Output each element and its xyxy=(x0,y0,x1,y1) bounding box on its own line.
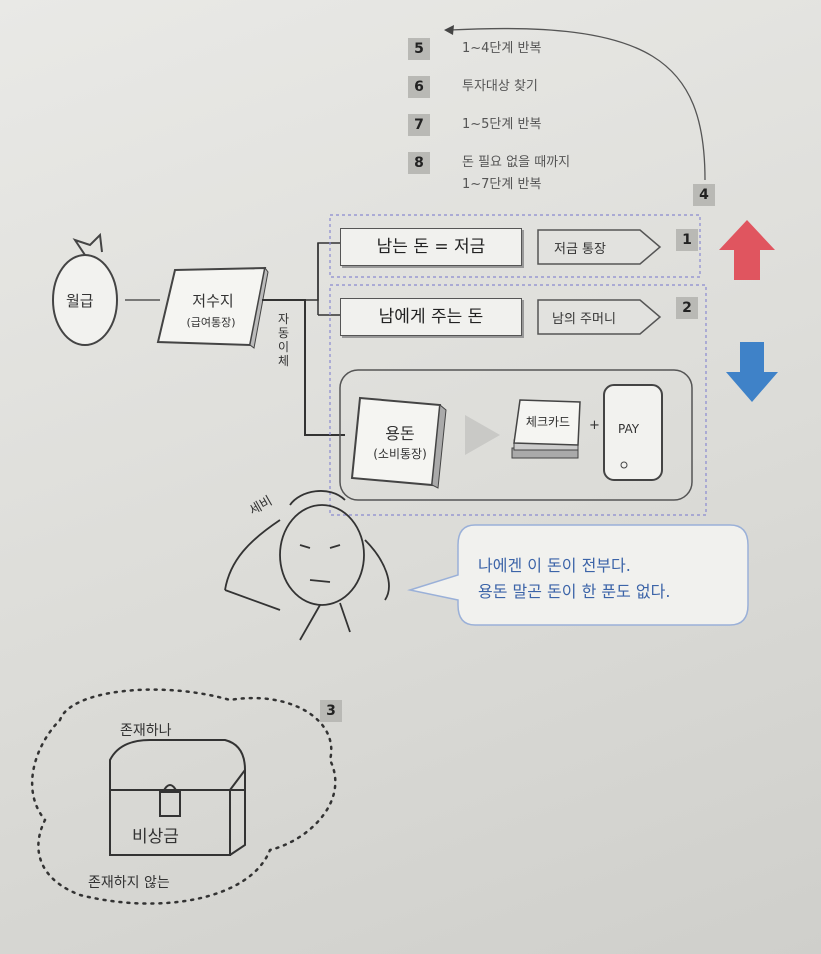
worried-person-illustration xyxy=(224,490,390,641)
step-5-text: 1~4단계 반복 xyxy=(462,41,542,56)
speech-line2: 용돈 말곤 돈이 한 푼도 없다. xyxy=(478,582,671,601)
cloud-top-text: 존재하나 xyxy=(120,723,172,739)
auto-transfer-label: 자동이체 xyxy=(278,312,290,368)
money-bag-icon xyxy=(52,232,118,346)
speech-line1: 나에겐 이 돈이 전부다. xyxy=(478,556,631,575)
step-1-number: 1 xyxy=(676,229,698,251)
cloud-bottom-text: 존재하지 않는 xyxy=(88,875,170,891)
step-6-text: 투자대상 찾기 xyxy=(462,79,538,94)
plus-sign: + xyxy=(589,418,600,433)
savings-box: 남는 돈 = 저금 xyxy=(340,228,522,266)
card-stack-icon xyxy=(511,399,581,459)
check-card-label: 체크카드 xyxy=(525,415,571,429)
chest-label: 비상금 xyxy=(132,827,179,847)
step-3-number: 3 xyxy=(320,700,342,722)
step-7-number: 7 xyxy=(408,114,430,136)
savings-target: 저금 통장 xyxy=(554,242,606,257)
pay-label: PAY xyxy=(618,422,640,436)
step-8-text-line2: 1~7단계 반복 xyxy=(462,177,542,192)
treasure-chest-icon xyxy=(109,739,246,856)
step-5-number: 5 xyxy=(408,38,430,60)
pocket-sub: (소비통장) xyxy=(373,447,427,461)
book-icon xyxy=(156,266,269,349)
given-target: 남의 주머니 xyxy=(552,312,616,327)
pocket-title: 용돈 xyxy=(385,424,415,443)
salary-label: 월급 xyxy=(66,292,94,310)
step-4-number: 4 xyxy=(693,184,715,206)
step-7-text: 1~5단계 반복 xyxy=(462,117,542,132)
step-8-number: 8 xyxy=(408,152,430,174)
step-6-number: 6 xyxy=(408,76,430,98)
reservoir-title: 저수지 xyxy=(192,292,234,310)
step-2-number: 2 xyxy=(676,297,698,319)
reservoir-sub: (급여통장) xyxy=(186,316,236,329)
phone-icon xyxy=(603,384,663,481)
step-8-text-line1: 돈 필요 없을 때까지 xyxy=(462,155,571,170)
given-money-box: 남에게 주는 돈 xyxy=(340,298,522,336)
